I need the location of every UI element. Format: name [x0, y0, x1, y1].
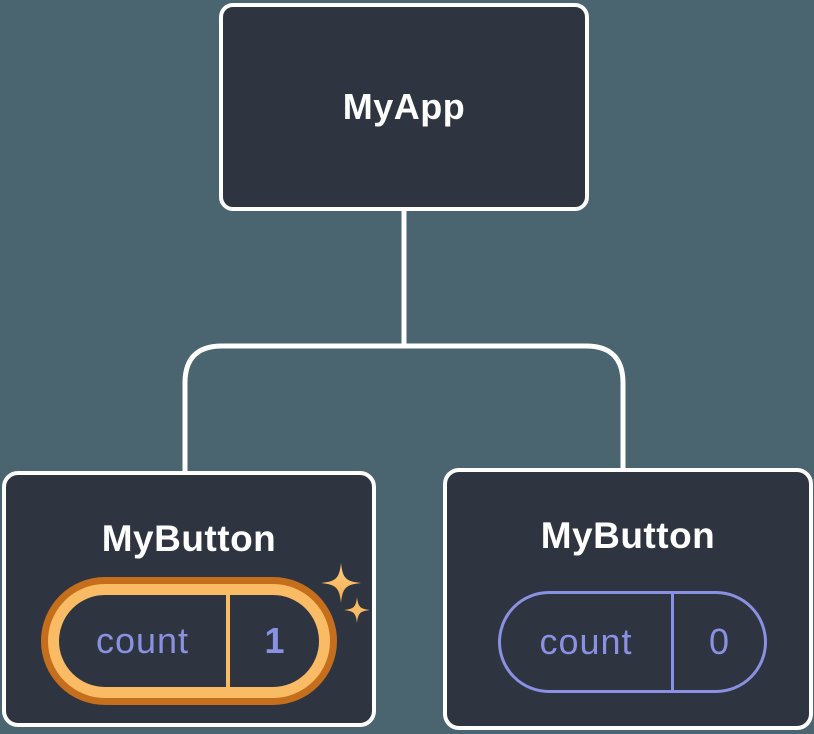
pill-divider — [671, 594, 674, 690]
node-mybutton-2-label: MyButton — [540, 515, 716, 556]
node-mybutton-2: MyButton count 0 — [443, 468, 813, 730]
node-mybutton-1-label: MyButton — [101, 518, 277, 559]
state-pill: count 0 — [498, 591, 767, 693]
pill-divider — [226, 595, 230, 687]
state-value: 0 — [708, 621, 730, 662]
sparkle-icon — [344, 597, 370, 623]
state-name-label: count — [95, 620, 190, 661]
node-myapp: MyApp — [219, 3, 589, 211]
sparkle-icon — [321, 563, 361, 603]
state-name-label: count — [539, 621, 633, 662]
state-pill-highlighted: count 1 — [41, 577, 337, 705]
node-mybutton-1: MyButton count 1 — [2, 471, 376, 727]
node-myapp-label: MyApp — [342, 86, 466, 127]
connector-branch — [182, 343, 626, 477]
state-value: 1 — [264, 620, 285, 661]
